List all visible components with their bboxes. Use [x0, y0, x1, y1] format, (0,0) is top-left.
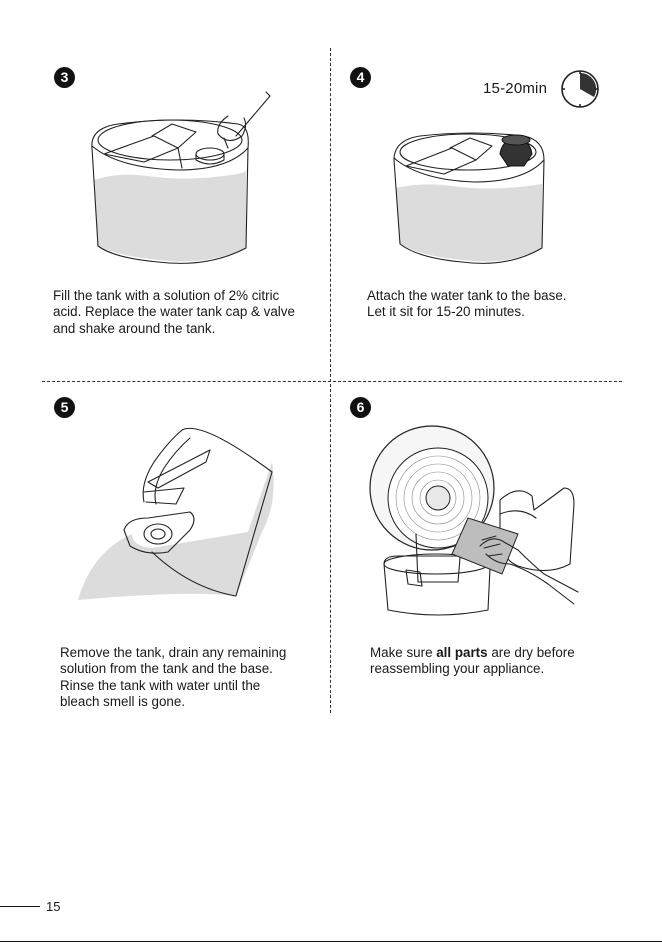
bottom-rule [0, 941, 662, 942]
step-5-tilted-tank-illustration [78, 427, 274, 600]
clock-icon [561, 70, 599, 108]
step-6-text: Make sure all parts are dry before reass… [370, 645, 620, 678]
page-number: 15 [46, 899, 61, 914]
page-number-rule [0, 906, 40, 907]
step-3-tank-illustration [91, 91, 271, 264]
step-5-text: Remove the tank, drain any remaining sol… [60, 645, 287, 709]
vertical-divider [330, 48, 331, 713]
step-6-text-bold: all parts [436, 645, 488, 660]
step-3-badge: 3 [54, 67, 75, 88]
step-6-text-before: Make sure [370, 645, 437, 660]
step-6-badge: 6 [350, 397, 371, 418]
step-6-drying-illustration [369, 425, 579, 616]
step-4-badge: 4 [350, 67, 371, 88]
step-4-text: Attach the water tank to the base. Let i… [367, 288, 567, 320]
step-4-timer-label: 15-20min [483, 80, 548, 97]
step-4-tank-illustration [393, 132, 545, 264]
step-3-text: Fill the tank with a solution of 2% citr… [53, 288, 295, 336]
step-6-text-after: are dry before reassembling your applian… [370, 645, 575, 677]
step-5-badge: 5 [54, 397, 75, 418]
horizontal-divider [42, 381, 622, 382]
